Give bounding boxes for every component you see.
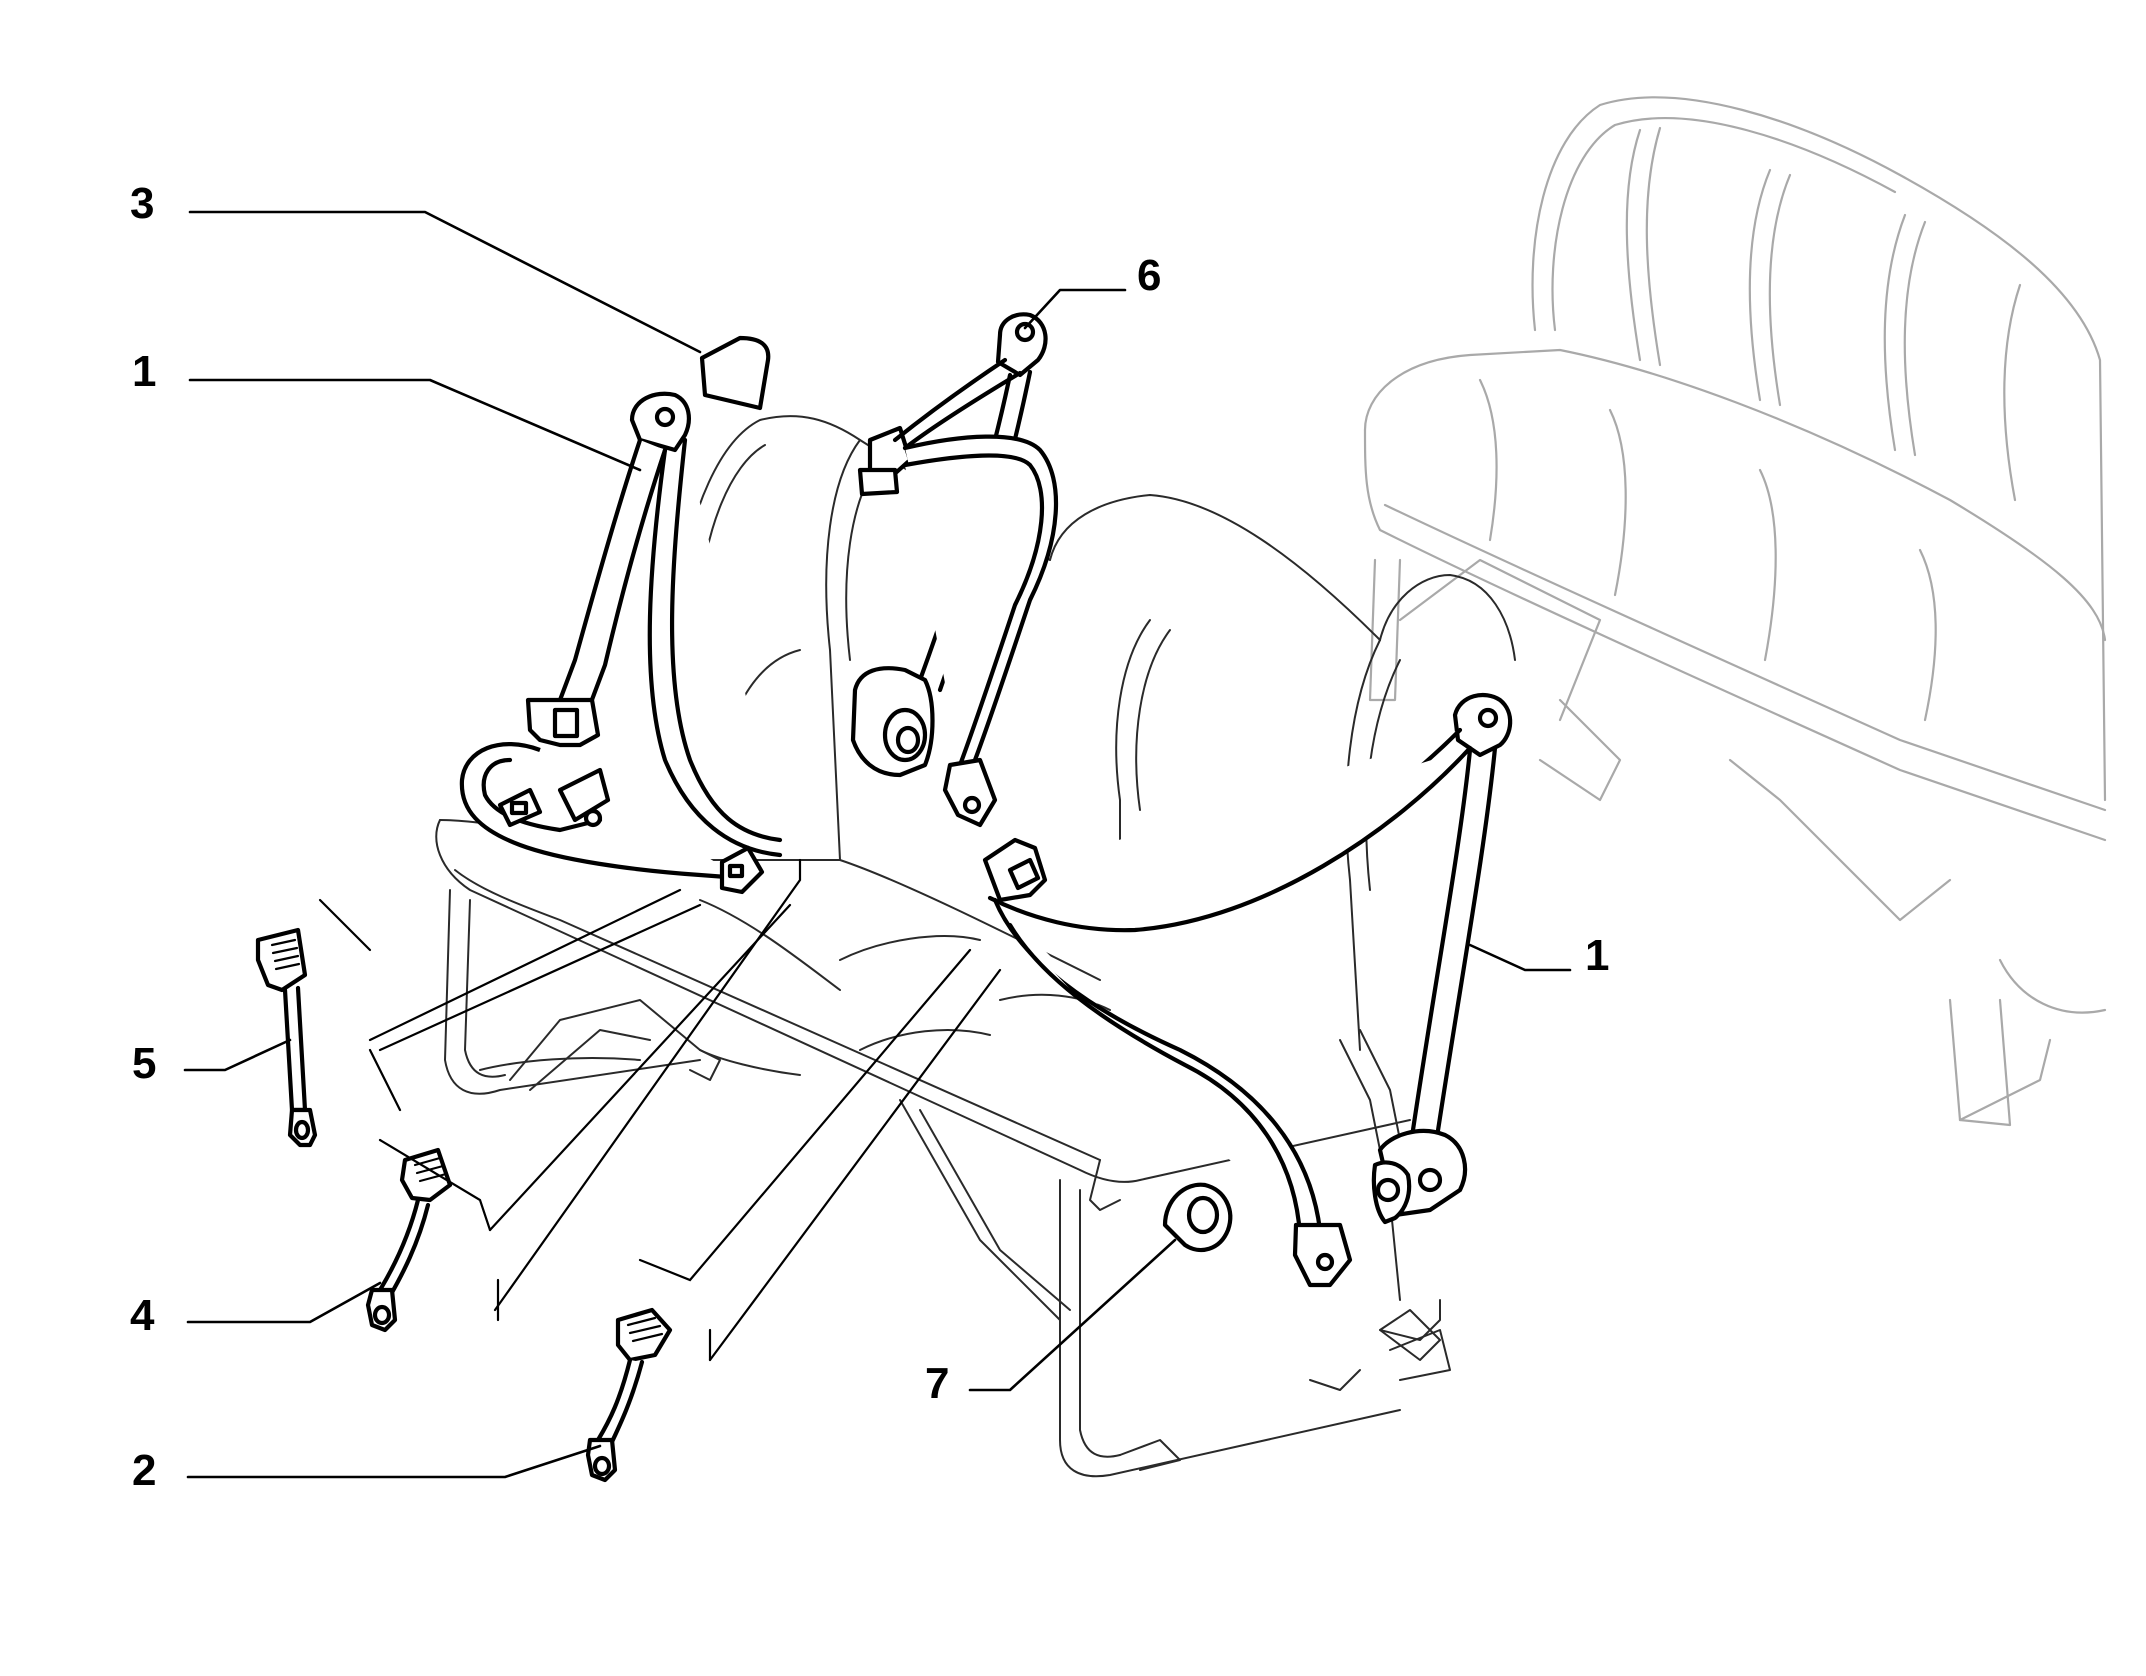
- callout-6-label: 6: [1137, 251, 1161, 300]
- callout-7-label: 7: [925, 1359, 949, 1408]
- grommet-7[interactable]: [1162, 1182, 1233, 1253]
- leader-lines: [183, 210, 1572, 1479]
- callout-labels: 3 1 6 1 5 4 7 2: [130, 179, 1609, 1495]
- left-outer-seat-belt-1[interactable]: [459, 391, 783, 895]
- callout-2-label: 2: [132, 1446, 156, 1495]
- callout-1-right-label: 1: [1585, 931, 1609, 980]
- callout-1-left-label: 1: [132, 347, 156, 396]
- belt-trim-cover-3[interactable]: [699, 335, 771, 411]
- buckle-2[interactable]: [585, 1307, 673, 1483]
- callout-4-label: 4: [130, 1291, 155, 1340]
- callout-3-label: 3: [130, 179, 154, 228]
- callout-5-label: 5: [132, 1039, 156, 1088]
- buckle-5[interactable]: [255, 927, 318, 1148]
- right-outer-seat-belt-1[interactable]: [982, 692, 1513, 1288]
- background-bench-seat: [1363, 96, 2107, 1127]
- center-seat-belt-6[interactable]: [850, 312, 1059, 828]
- buckle-4[interactable]: [365, 1147, 453, 1333]
